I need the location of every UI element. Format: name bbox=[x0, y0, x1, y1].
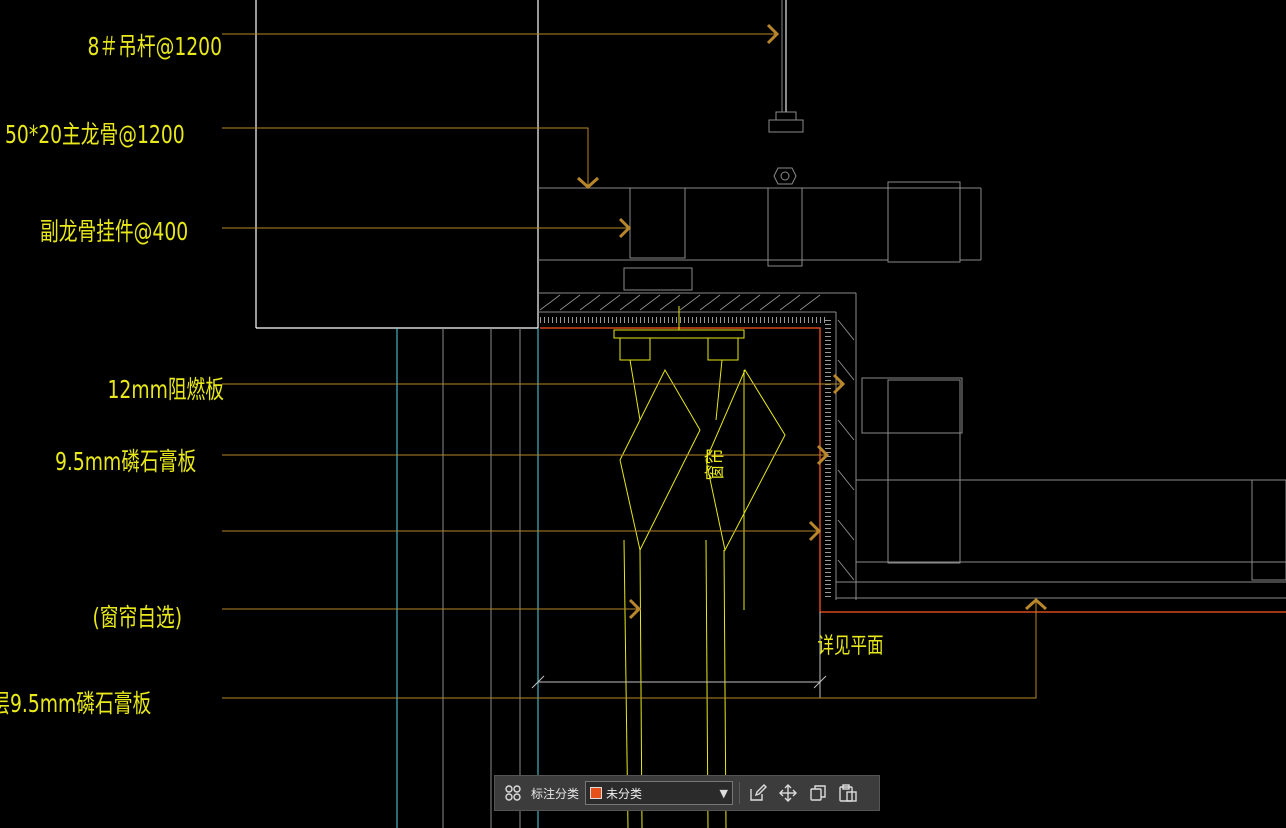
annotation-labels: 8＃吊杆@1200 50*20主龙骨@1200 副龙骨挂件@400 12mm阻燃… bbox=[0, 32, 883, 718]
wall-outline bbox=[255, 0, 539, 329]
label-see-plan: 详见平面 bbox=[818, 633, 884, 659]
label-main-keel: 50*20主龙骨@1200 bbox=[5, 120, 185, 149]
dimension-line bbox=[531, 612, 827, 698]
label-gypsum-board: 9.5mm磷石膏板 bbox=[55, 447, 196, 476]
ceiling-structure bbox=[538, 0, 1286, 600]
label-hanger-rod: 8＃吊杆@1200 bbox=[88, 32, 223, 61]
toolbar-divider bbox=[739, 782, 741, 804]
label-fire-retardant-board: 12mm阻燃板 bbox=[108, 375, 225, 404]
category-value: 未分类 bbox=[606, 786, 643, 801]
leader-arrowheads bbox=[576, 23, 1048, 620]
label-sub-keel-hanger: 副龙骨挂件@400 bbox=[40, 217, 188, 246]
copy-icon[interactable] bbox=[806, 781, 830, 805]
window-lines bbox=[396, 328, 539, 828]
label-double-gypsum-board: 双层9.5mm磷石膏板 bbox=[0, 689, 151, 718]
annotation-category-toolbar: 标注分类 未分类 ▼ bbox=[494, 775, 880, 811]
category-label: 标注分类 bbox=[531, 786, 580, 801]
chevron-down-icon: ▼ bbox=[719, 786, 729, 800]
edit-icon[interactable] bbox=[746, 781, 770, 805]
paste-icon[interactable] bbox=[836, 781, 860, 805]
move-icon[interactable] bbox=[776, 781, 800, 805]
leader-lines bbox=[222, 33, 1037, 699]
grid-icon[interactable] bbox=[501, 781, 525, 805]
curtain-track bbox=[613, 306, 786, 828]
label-curtain: 窗帘 bbox=[704, 448, 727, 480]
gypsum-board bbox=[540, 317, 1286, 613]
category-select[interactable]: 未分类 ▼ bbox=[585, 781, 734, 805]
category-color-swatch bbox=[590, 787, 603, 799]
label-curtain-optional: (窗帘自选) bbox=[93, 603, 183, 632]
